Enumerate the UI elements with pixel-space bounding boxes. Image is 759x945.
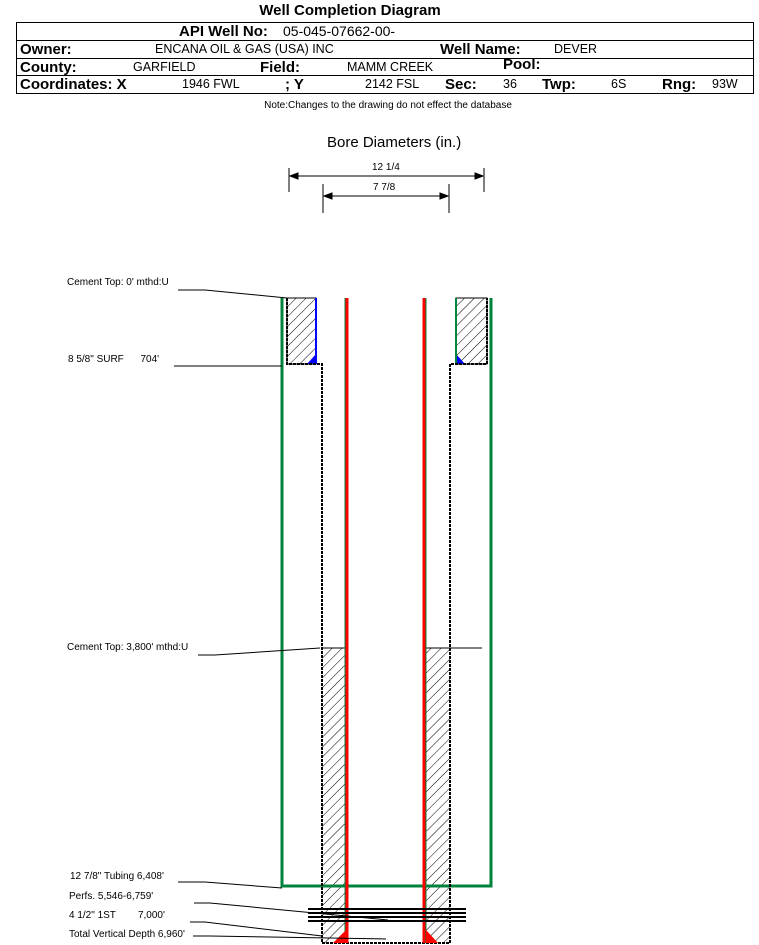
production-casing-label: 4 1/2" 1ST 7,000' — [69, 910, 165, 921]
well-name-value: DEVER — [554, 42, 598, 56]
bore-dimension-7-7-8 — [322, 184, 450, 213]
coord-x-value: 1946 FWL — [182, 77, 240, 91]
well-name-label: Well Name: — [440, 41, 521, 58]
pool-label: Pool: — [503, 56, 541, 73]
bore-dimension-12-1-4 — [288, 168, 485, 192]
borehole-outline — [280, 298, 493, 888]
twp-label: Twp: — [542, 76, 576, 93]
bore-diameters-title: Bore Diameters (in.) — [327, 134, 462, 151]
cement-fill-right — [456, 354, 465, 364]
owner-label: Owner: — [20, 41, 72, 58]
well-header-table: API Well No: 05-045-07662-00- Owner: ENC… — [16, 22, 754, 94]
tubing-shoe-left — [333, 930, 346, 943]
surface-cement-left — [286, 297, 317, 365]
leader-lines — [174, 289, 389, 940]
coord-y-value: 2142 FSL — [365, 77, 420, 91]
county-label: County: — [20, 59, 77, 76]
county-row: County: GARFIELD Field: MAMM CREEK Pool: — [17, 56, 753, 76]
cement-top-production-label: Cement Top: 3,800' mthd:U — [67, 642, 189, 653]
production-cement-left — [322, 648, 346, 943]
total-depth-label: Total Vertical Depth 6,960' — [69, 929, 185, 940]
cement-fill-left — [307, 354, 316, 364]
tubing-shoe-right — [426, 930, 438, 943]
api-value: 05-045-07662-00- — [283, 23, 396, 39]
bore-diameter-outer: 12 1/4 — [372, 162, 400, 173]
page-title: Well Completion Diagram — [259, 2, 441, 19]
note-text: Note:Changes to the drawing do not effec… — [264, 100, 512, 111]
county-value: GARFIELD — [133, 60, 196, 74]
coord-y-label: ; Y — [285, 76, 304, 93]
production-cement-right — [426, 648, 450, 943]
cement-top-surface-label: Cement Top: 0' mthd:U — [67, 277, 169, 288]
api-label: API Well No: — [179, 23, 268, 40]
sec-value: 36 — [503, 77, 517, 91]
owner-value: ENCANA OIL & GAS (USA) INC — [155, 42, 334, 56]
sec-label: Sec: — [445, 76, 477, 93]
api-row: API Well No: 05-045-07662-00- — [17, 23, 753, 40]
field-label: Field: — [260, 59, 300, 76]
twp-value: 6S — [611, 77, 627, 91]
coord-x-label: Coordinates: X — [20, 76, 127, 93]
owner-row: Owner: ENCANA OIL & GAS (USA) INC Well N… — [17, 40, 753, 58]
bore-diameter-inner: 7 7/8 — [373, 182, 396, 193]
field-value: MAMM CREEK — [347, 60, 434, 74]
coordinates-row: Coordinates: X 1946 FWL ; Y 2142 FSL Sec… — [17, 75, 753, 94]
perfs-label: Perfs. 5,546-6,759' — [69, 891, 154, 902]
casing-outline — [286, 298, 488, 944]
rng-label: Rng: — [662, 76, 697, 93]
perforations — [308, 908, 466, 922]
surface-cement-right — [455, 297, 488, 365]
rng-value: 93W — [712, 77, 738, 91]
tubing-label: 12 7/8" Tubing 6,408' — [70, 871, 164, 882]
surface-casing-label: 8 5/8" SURF 704' — [68, 354, 160, 365]
